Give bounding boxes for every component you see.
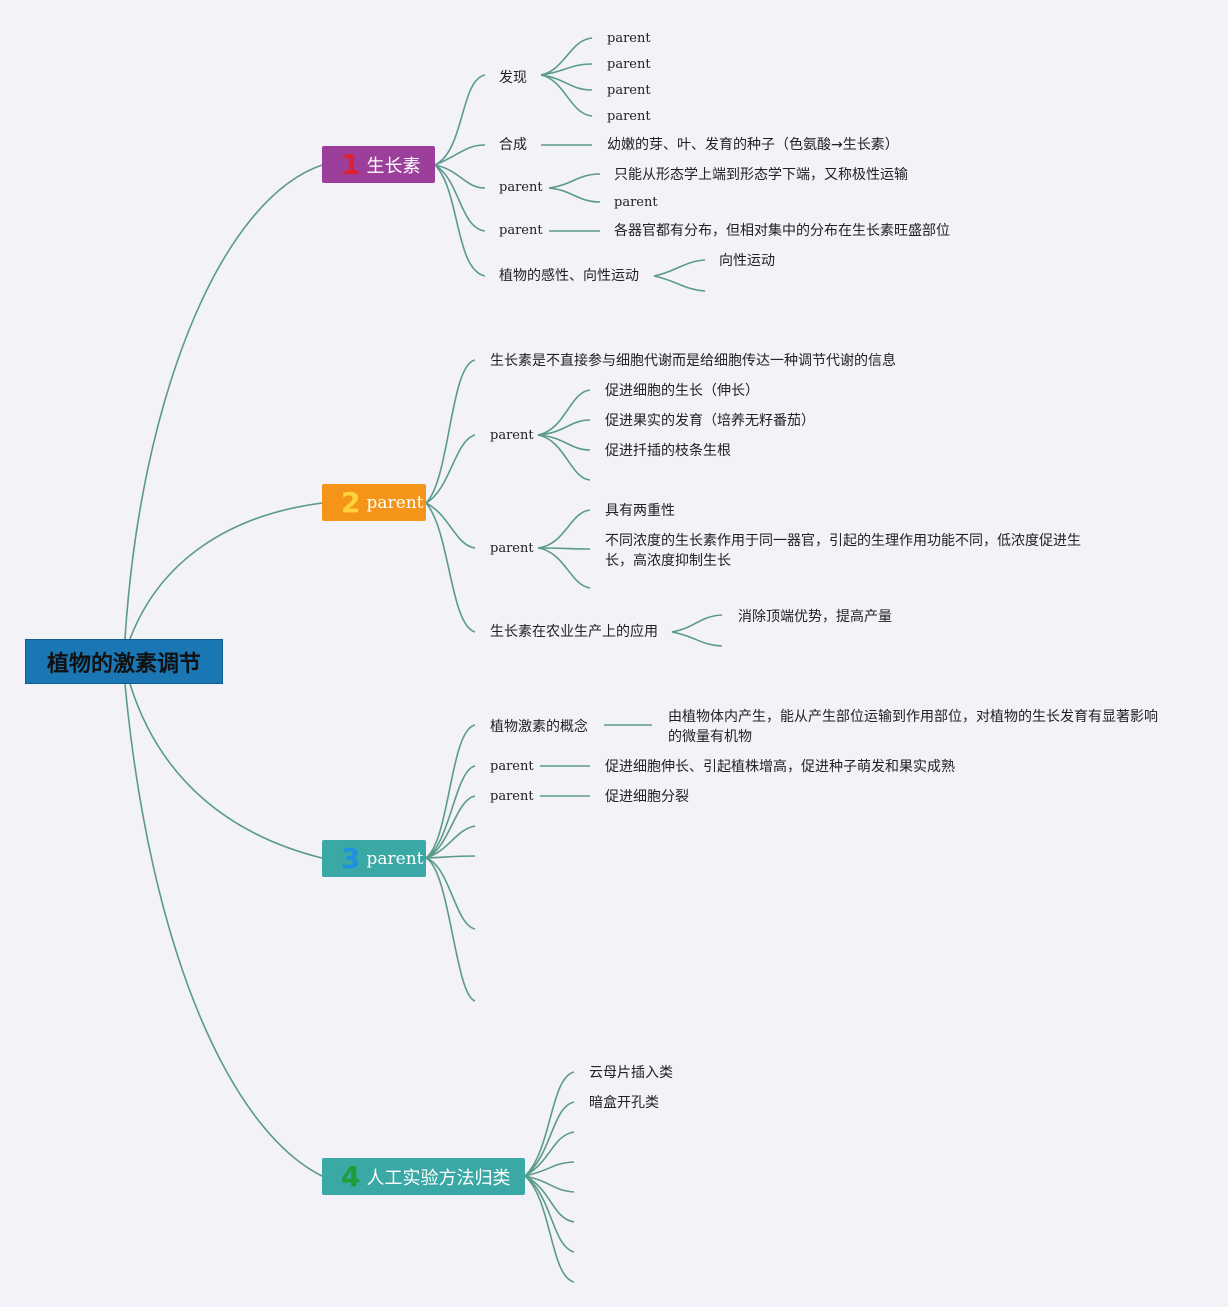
node-duality-child-1[interactable]: 具有两重性: [605, 503, 675, 519]
node-transport[interactable]: parent: [499, 180, 543, 195]
branch-1-label: 生长素: [366, 155, 421, 177]
node-signal[interactable]: 生长素是不直接参与细胞代谢而是给细胞传达一种调节代谢的信息: [490, 353, 896, 369]
node-cytokinin[interactable]: parent: [490, 789, 534, 804]
node-agriculture-detail[interactable]: 消除顶端优势，提高产量: [738, 609, 892, 625]
node-dark-box[interactable]: 暗盒开孔类: [589, 1095, 659, 1111]
node-transport-detail[interactable]: 只能从形态学上端到形态学下端，又称极性运输: [614, 167, 908, 183]
branch-1-number: 1: [341, 147, 361, 181]
branch-3-label: parent: [366, 848, 424, 869]
node-effects[interactable]: parent: [490, 428, 534, 443]
node-discovery[interactable]: 发现: [499, 70, 527, 86]
node-distribution[interactable]: parent: [499, 223, 543, 238]
node-gibberellin[interactable]: parent: [490, 759, 534, 774]
branch-2-label: parent: [366, 492, 424, 513]
root-topic[interactable]: 植物的激素调节: [25, 639, 223, 684]
node-gibberellin-detail[interactable]: 促进细胞伸长、引起植株增高，促进种子萌发和果实成熟: [605, 759, 955, 775]
branch-4-number: 4: [341, 1159, 361, 1193]
node-duality-child-2[interactable]: 不同浓度的生长素作用于同一器官，引起的生理作用功能不同，低浓度促进生长，高浓度抑…: [605, 533, 1081, 569]
node-discovery-child-1[interactable]: parent: [607, 31, 651, 46]
branch-4-topic[interactable]: 4 人工实验方法归类: [322, 1158, 525, 1195]
branch-2-topic[interactable]: 2 parent: [322, 484, 426, 521]
branch-4-label: 人工实验方法归类: [366, 1167, 511, 1189]
branch-3-number: 3: [341, 841, 361, 875]
node-discovery-child-2[interactable]: parent: [607, 57, 651, 72]
node-discovery-child-4[interactable]: parent: [607, 109, 651, 124]
branch-3-topic[interactable]: 3 parent: [322, 840, 426, 877]
node-transport-child-2[interactable]: parent: [614, 195, 658, 210]
node-duality[interactable]: parent: [490, 541, 534, 556]
node-movement-detail[interactable]: 向性运动: [719, 253, 775, 269]
node-agriculture[interactable]: 生长素在农业生产上的应用: [490, 624, 658, 640]
node-mica-insertion[interactable]: 云母片插入类: [589, 1065, 673, 1081]
node-synthesis-detail[interactable]: 幼嫩的芽、叶、发育的种子（色氨酸→生长素）: [607, 137, 899, 153]
node-hormone-concept-detail[interactable]: 由植物体内产生，能从产生部位运输到作用部位，对植物的生长发育有显著影响的微量有机…: [668, 709, 1158, 745]
node-movement[interactable]: 植物的感性、向性运动: [499, 268, 639, 284]
node-discovery-child-3[interactable]: parent: [607, 83, 651, 98]
node-effects-child-3[interactable]: 促进扦插的枝条生根: [605, 443, 731, 459]
node-effects-child-2[interactable]: 促进果实的发育（培养无籽番茄）: [605, 413, 815, 429]
node-hormone-concept[interactable]: 植物激素的概念: [490, 719, 588, 735]
branch-1-topic[interactable]: 1 生长素: [322, 146, 435, 183]
node-effects-child-1[interactable]: 促进细胞的生长（伸长）: [605, 383, 759, 399]
node-cytokinin-detail[interactable]: 促进细胞分裂: [605, 789, 689, 805]
branch-2-number: 2: [341, 485, 361, 519]
node-distribution-detail[interactable]: 各器官都有分布，但相对集中的分布在生长素旺盛部位: [614, 223, 950, 239]
node-synthesis[interactable]: 合成: [499, 137, 527, 153]
root-topic-label: 植物的激素调节: [46, 651, 201, 677]
